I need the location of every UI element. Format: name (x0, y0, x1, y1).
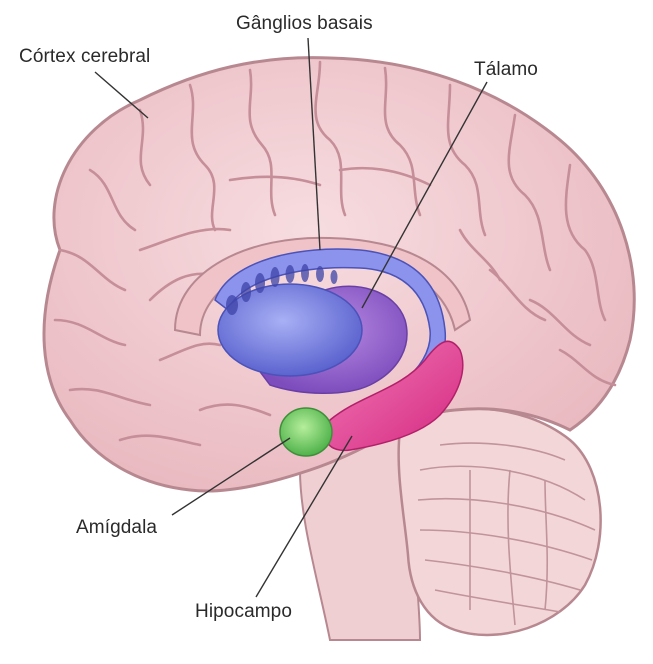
leader-line-basal-ganglia (307, 37, 321, 251)
leader-line-cortex (94, 71, 149, 119)
leader-line-amygdala (171, 437, 291, 516)
hippocampus-shape (324, 340, 464, 452)
label-thalamus: Tálamo (474, 59, 538, 80)
cerebellum (397, 407, 602, 637)
leader-line-hippocampus (255, 435, 353, 598)
label-hippocampus: Hipocampo (195, 601, 293, 622)
leader-line-thalamus (361, 81, 488, 309)
label-basal-ganglia: Gânglios basais (236, 13, 373, 34)
label-cortex: Córtex cerebral (19, 46, 151, 67)
amygdala-shape (279, 407, 333, 457)
label-amygdala: Amígdala (76, 517, 158, 538)
